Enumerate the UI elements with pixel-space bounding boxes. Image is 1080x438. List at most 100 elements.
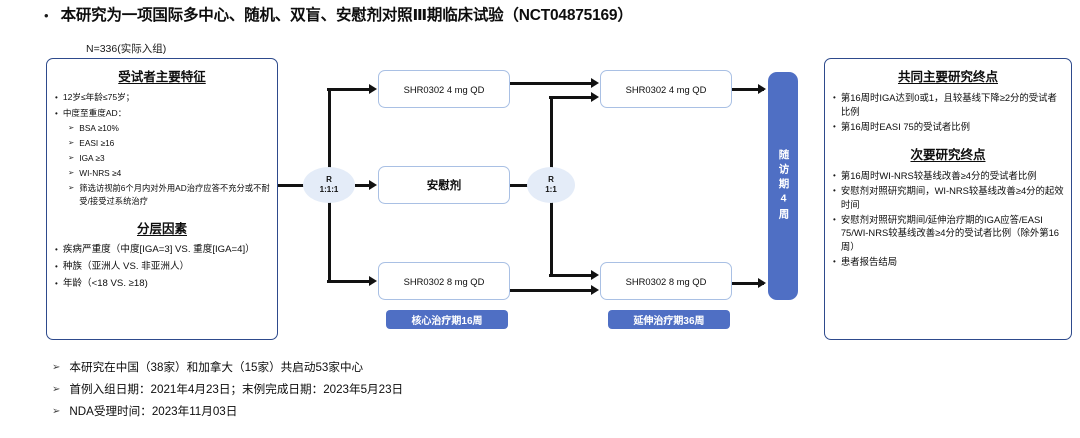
secondary-endpoints-heading: 次要研究终点	[910, 148, 986, 162]
arrowhead-icon	[369, 276, 377, 286]
bullet-icon: •	[833, 186, 836, 195]
arrowhead-icon	[591, 270, 599, 280]
core-arm-box-4mg: SHR0302 4 mg QD	[378, 70, 510, 108]
arrowhead-icon	[758, 84, 766, 94]
extension-arm-box-8mg: SHR0302 8 mg QD	[600, 262, 732, 300]
arrowhead-icon	[758, 278, 766, 288]
footer-note-text: 本研究在中国（38家）和加拿大（15家）共启动53家中心	[69, 361, 364, 374]
criterion-text: 12岁≤年龄≤75岁；	[62, 92, 135, 102]
arrowhead-icon	[591, 285, 599, 295]
endpoint-text: 安慰剂对照研究期间/延伸治疗期的IGA应答/EASI 75/WI-NRS较基线改…	[840, 213, 1060, 252]
connector-r1-to-8mg	[327, 279, 370, 283]
arrow-bullet-icon: ➢	[52, 384, 61, 395]
core-period-banner: 核心治疗期16周	[386, 310, 508, 329]
criterion-text: 中度至重度AD：	[62, 107, 127, 118]
core-arm-box-placebo: 安慰剂	[378, 166, 510, 204]
list-item: • 疾病严重度（中度[IGA=3] VS. 重度[IGA=4]）	[55, 243, 270, 257]
connector-r1-down	[327, 184, 331, 281]
bullet-icon: •	[833, 171, 836, 180]
bullet-icon: •	[833, 214, 836, 224]
list-item: • 年龄（<18 VS. ≥18)	[55, 277, 270, 291]
list-item: ➢ BSA ≥10%	[68, 122, 270, 135]
strat-factor-text: 种族（亚洲人 VS. 非亚洲人）	[62, 261, 190, 272]
secondary-endpoints-body: • 第16周时WI-NRS较基线改善≥4分的受试者比例 • 安慰剂对照研究期间，…	[825, 169, 1071, 268]
subject-characteristics-heading: 受试者主要特征	[118, 70, 206, 84]
arrow-bullet-icon: ➢	[68, 183, 75, 192]
randomization-label: R	[548, 175, 554, 184]
connector-r2-to-ext8mg	[549, 273, 592, 277]
core-arm-box-8mg: SHR0302 8 mg QD	[378, 262, 510, 300]
randomization-node-2: R 1:1	[527, 167, 575, 203]
bullet-icon: •	[55, 93, 58, 102]
primary-endpoints-body: • 第16周时IGA达到0或1，且较基线下降≥2分的受试者比例 • 第16周时E…	[825, 91, 1071, 133]
arrowhead-icon	[369, 180, 377, 190]
title-bullet-icon: •	[44, 8, 49, 23]
footer-notes: ➢ 本研究在中国（38家）和加拿大（15家）共启动53家中心 ➢ 首例入组日期：…	[52, 358, 672, 424]
endpoint-text: 第16周时WI-NRS较基线改善≥4分的受试者比例	[840, 170, 1037, 181]
connector-core4mg-to-ext4mg	[510, 81, 592, 85]
arrow-bullet-icon: ➢	[68, 168, 75, 177]
enrollment-count-label: N=336(实际入组)	[86, 43, 167, 55]
extension-period-banner: 延伸治疗期36周	[608, 310, 730, 329]
connector-r1-to-pbo	[355, 183, 370, 187]
randomization-ratio: 1:1	[545, 185, 557, 194]
connector-r2-down	[549, 184, 553, 274]
bullet-icon: •	[833, 256, 836, 266]
connector-r2-up	[549, 96, 553, 184]
subject-characteristics-body: • 12岁≤年龄≤75岁； • 中度至重度AD： ➢ BSA ≥10% ➢ EA…	[47, 91, 277, 207]
list-item: ➢ 本研究在中国（38家）和加拿大（15家）共启动53家中心	[52, 358, 672, 378]
list-item: • 安慰剂对照研究期间，WI-NRS较基线改善≥4分的起效时间	[833, 184, 1064, 211]
list-item: ➢ 首例入组日期：2021年4月23日；末例完成日期：2023年5月23日	[52, 380, 672, 400]
arrowhead-icon	[591, 92, 599, 102]
arrowhead-icon	[591, 78, 599, 88]
randomization-label: R	[326, 175, 332, 184]
connector-ext4mg-to-followup	[732, 87, 764, 91]
bullet-icon: •	[55, 262, 58, 271]
strat-factor-text: 年龄（<18 VS. ≥18)	[62, 278, 148, 289]
list-item: • 第16周时WI-NRS较基线改善≥4分的受试者比例	[833, 169, 1064, 183]
connector-panel-to-r1	[278, 183, 305, 187]
connector-r1-up	[327, 88, 331, 184]
connector-placebo-to-r2	[510, 183, 532, 187]
arrow-bullet-icon: ➢	[68, 138, 75, 147]
endpoint-text: 安慰剂对照研究期间，WI-NRS较基线改善≥4分的起效时间	[840, 185, 1064, 210]
randomization-ratio: 1:1:1	[319, 185, 339, 194]
endpoint-text: 患者报告结局	[840, 255, 898, 267]
criterion-text: IGA ≥3	[79, 153, 105, 163]
slide-title: • 本研究为一项国际多中心、随机、双盲、安慰剂对照Ⅲ期临床试验（NCT04875…	[44, 6, 1004, 26]
title-text: 本研究为一项国际多中心、随机、双盲、安慰剂对照Ⅲ期临床试验（NCT0487516…	[60, 7, 633, 24]
list-item: • 第16周时EASI 75的受试者比例	[833, 120, 1064, 134]
list-item: ➢ NDA受理时间：2023年11月03日	[52, 402, 672, 422]
stratification-heading: 分层因素	[136, 222, 187, 236]
subject-characteristics-panel: 受试者主要特征 • 12岁≤年龄≤75岁； • 中度至重度AD： ➢ BSA ≥…	[46, 58, 278, 340]
randomization-node-1: R 1:1:1	[303, 167, 355, 203]
primary-endpoints-heading: 共同主要研究终点	[897, 70, 998, 84]
connector-r2-to-ext4mg	[549, 95, 592, 99]
arrowhead-icon	[369, 84, 377, 94]
bullet-icon: •	[833, 93, 836, 102]
endpoint-text: 第16周时IGA达到0或1，且较基线下降≥2分的受试者比例	[840, 92, 1057, 117]
list-item: ➢ IGA ≥3	[68, 152, 270, 165]
arrow-bullet-icon: ➢	[68, 123, 75, 132]
list-item: • 患者报告结局	[833, 255, 1064, 269]
connector-r1-to-4mg	[327, 87, 370, 91]
footer-note-text: NDA受理时间：2023年11月03日	[69, 405, 238, 418]
strat-factor-text: 疾病严重度（中度[IGA=3] VS. 重度[IGA=4]）	[62, 244, 255, 255]
criterion-text: WI-NRS ≥4	[79, 168, 122, 178]
endpoint-text: 第16周时EASI 75的受试者比例	[840, 120, 971, 132]
arrow-bullet-icon: ➢	[52, 362, 61, 373]
extension-arm-box-4mg: SHR0302 4 mg QD	[600, 70, 732, 108]
followup-period-bar: 随访期4周	[768, 72, 798, 300]
stratification-body: • 疾病严重度（中度[IGA=3] VS. 重度[IGA=4]） • 种族（亚洲…	[47, 243, 277, 291]
connector-ext8mg-to-followup	[732, 281, 764, 285]
arrow-bullet-icon: ➢	[52, 406, 61, 417]
study-endpoints-panel: 共同主要研究终点 • 第16周时IGA达到0或1，且较基线下降≥2分的受试者比例…	[824, 58, 1072, 340]
arrow-bullet-icon: ➢	[68, 153, 75, 162]
footer-note-text: 首例入组日期：2021年4月23日；末例完成日期：2023年5月23日	[69, 383, 404, 396]
bullet-icon: •	[55, 108, 58, 118]
bullet-icon: •	[55, 279, 58, 288]
bullet-icon: •	[55, 245, 58, 254]
criterion-text: BSA ≥10%	[79, 123, 119, 133]
list-item: ➢ 筛选访视前6个月内对外用AD治疗应答不充分或不耐受/接受过系统治疗	[68, 182, 270, 207]
